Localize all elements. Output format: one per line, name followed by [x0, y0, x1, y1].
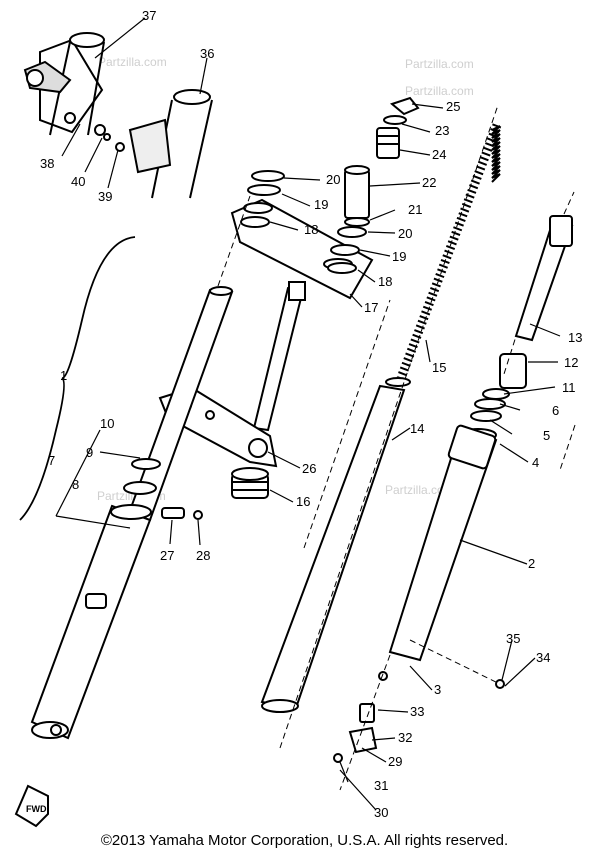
- inner-tube-14: [260, 384, 406, 713]
- callout-19b: 19: [392, 249, 406, 264]
- callout-26: 26: [302, 461, 316, 476]
- fork-spring-15: [385, 123, 502, 387]
- callout-36: 36: [200, 46, 214, 61]
- callout-35: 35: [506, 631, 520, 646]
- callout-34: 34: [536, 650, 550, 665]
- copyright-notice: ©2013 Yamaha Motor Corporation, U.S.A. A…: [100, 832, 509, 849]
- callout-4: 4: [532, 455, 539, 470]
- callout-5: 5: [543, 428, 550, 443]
- dust-seal-16: [231, 467, 269, 499]
- watermark: Partzilla.com: [405, 84, 474, 98]
- centerlines: [217, 104, 576, 791]
- callout-18b: 18: [378, 274, 392, 289]
- callout-13: 13: [568, 330, 582, 345]
- outer-tube-2: [388, 424, 498, 662]
- callout-30: 30: [374, 805, 388, 820]
- callout-18a: 18: [304, 222, 318, 237]
- callout-31: 31: [374, 778, 388, 793]
- callout-19a: 19: [314, 197, 328, 212]
- fwd-arrow-icon: FWD: [14, 784, 49, 828]
- small-bolts-38-40-39: [64, 112, 125, 152]
- callout-20b: 20: [398, 226, 412, 241]
- watermarks: Partzilla.com Partzilla.com Partzilla.co…: [97, 55, 474, 503]
- callout-9: 9: [86, 445, 93, 460]
- handlebar-holder-36: [128, 89, 213, 199]
- damper-rod-13: [514, 215, 574, 342]
- watermark: Partzilla.com: [385, 483, 454, 497]
- group-bracket-7: [55, 429, 131, 529]
- callout-38: 38: [40, 156, 54, 171]
- watermark: Partzilla.com: [405, 57, 474, 71]
- callout-29: 29: [388, 754, 402, 769]
- watermark: Partzilla.com: [98, 55, 167, 69]
- callout-11: 11: [562, 380, 576, 395]
- callout-20a: 20: [326, 172, 340, 187]
- spacer-22: [344, 165, 370, 219]
- callout-17: 17: [364, 300, 378, 315]
- callout-1: 1: [60, 368, 67, 383]
- callout-27: 27: [160, 548, 174, 563]
- callout-10: 10: [100, 416, 114, 431]
- handlebar-holder-37: [23, 32, 105, 136]
- callout-2: 2: [528, 556, 535, 571]
- callout-39: 39: [98, 189, 112, 204]
- callout-12: 12: [564, 355, 578, 370]
- callout-14: 14: [410, 421, 424, 436]
- fwd-label: FWD: [26, 804, 47, 814]
- washers-20-19-18: [240, 170, 370, 274]
- callout-21: 21: [408, 202, 422, 217]
- callouts: 37 36 38 40 39 25 23 24 22 20 19 21 18 2…: [40, 8, 582, 820]
- seals-4-5-6-11-12: [470, 353, 527, 422]
- left-fork-assembly: [30, 286, 234, 740]
- cap-bolt-25: [383, 96, 420, 125]
- callout-24: 24: [432, 147, 446, 162]
- spring-seat-24: [376, 127, 400, 159]
- callout-40: 40: [71, 174, 85, 189]
- leader-lines: [61, 17, 561, 811]
- callout-6: 6: [552, 403, 559, 418]
- axle-holder-32-29: [333, 671, 505, 763]
- callout-15: 15: [432, 360, 446, 375]
- callout-8: 8: [72, 477, 79, 492]
- callout-3: 3: [434, 682, 441, 697]
- callout-28: 28: [196, 548, 210, 563]
- assembly-bracket-1: [19, 236, 136, 521]
- callout-7: 7: [48, 453, 55, 468]
- callout-25: 25: [446, 99, 460, 114]
- callout-16: 16: [296, 494, 310, 509]
- callout-33: 33: [410, 704, 424, 719]
- callout-22: 22: [422, 175, 436, 190]
- callout-37: 37: [142, 8, 156, 23]
- steering-stem: [252, 281, 306, 432]
- callout-23: 23: [435, 123, 449, 138]
- bolt-27: [161, 507, 203, 520]
- callout-32: 32: [398, 730, 412, 745]
